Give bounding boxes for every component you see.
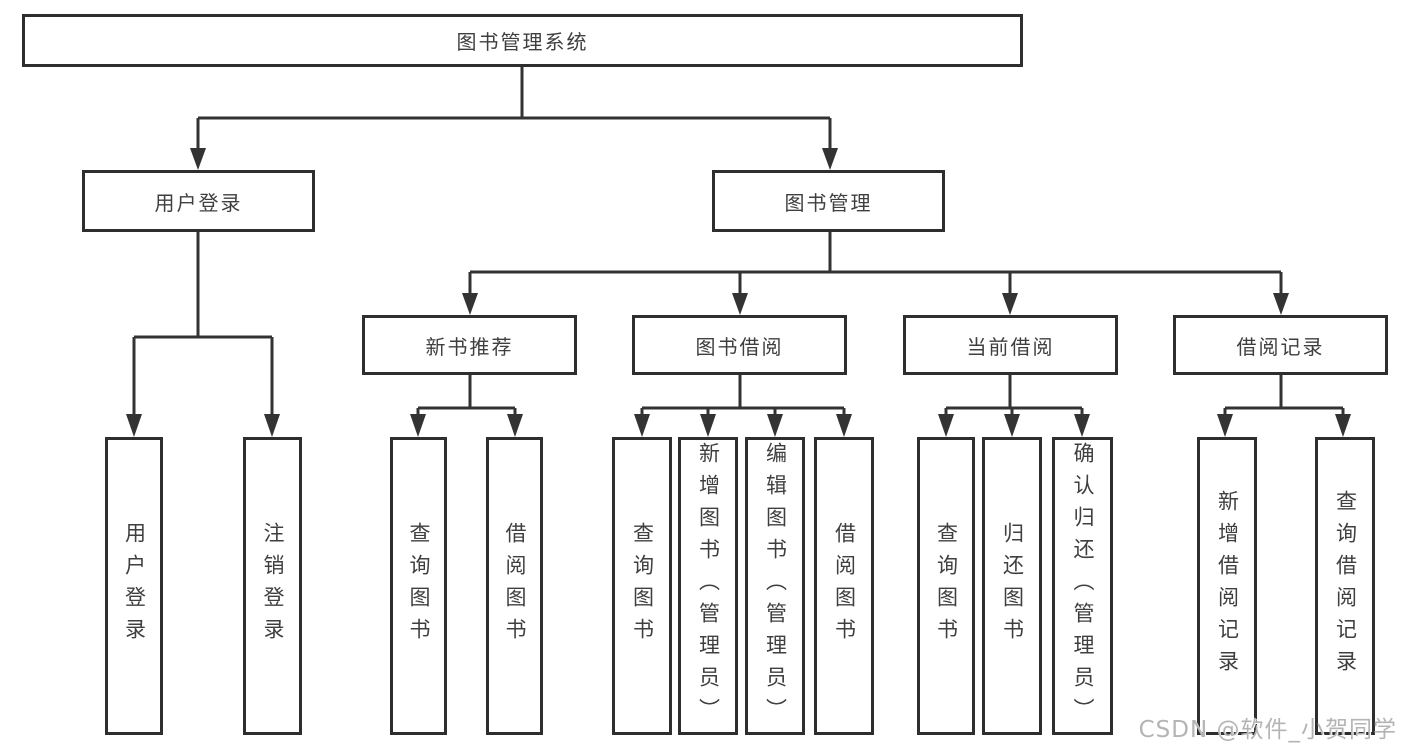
leaf-user-login: 用户登录 (105, 437, 163, 735)
leaf-borrow-query-books-label: 查询图书 (630, 522, 655, 650)
leaf-edit-books-admin-label: 编辑图书（管理员） (763, 442, 788, 730)
leaf-confirm-return-admin: 确认归还（管理员） (1052, 437, 1113, 735)
leaf-return-books-label: 归还图书 (1000, 522, 1025, 650)
leaf-add-borrow-record-label: 新增借阅记录 (1215, 490, 1240, 682)
csdn-watermark: CSDN @软件_小贺同学 (1138, 717, 1397, 743)
leaf-current-query-books-label: 查询图书 (934, 522, 959, 650)
node-borrow-records-label: 借阅记录 (1236, 334, 1325, 359)
node-new-book-recommend: 新书推荐 (362, 315, 577, 375)
leaf-query-borrow-record-label: 查询借阅记录 (1333, 490, 1358, 682)
leaf-user-login-label: 用户登录 (122, 522, 147, 650)
leaf-add-borrow-record: 新增借阅记录 (1197, 437, 1257, 735)
node-book-borrow: 图书借阅 (632, 315, 847, 375)
node-current-borrow-label: 当前借阅 (966, 334, 1055, 359)
node-borrow-records: 借阅记录 (1173, 315, 1388, 375)
leaf-recommend-borrow-books: 借阅图书 (486, 437, 543, 735)
leaf-logout-label: 注销登录 (261, 522, 285, 650)
leaf-query-borrow-record: 查询借阅记录 (1315, 437, 1375, 735)
leaf-add-books-admin-label: 新增图书（管理员） (696, 442, 721, 730)
leaf-borrow-books: 借阅图书 (814, 437, 874, 735)
node-new-book-recommend-label: 新书推荐 (425, 334, 514, 359)
leaf-add-books-admin: 新增图书（管理员） (678, 437, 738, 735)
leaf-confirm-return-admin-label: 确认归还（管理员） (1071, 442, 1095, 730)
node-root-library-system: 图书管理系统 (22, 14, 1023, 67)
node-user-login-label: 用户登录 (154, 190, 243, 215)
leaf-return-books: 归还图书 (982, 437, 1042, 735)
leaf-edit-books-admin: 编辑图书（管理员） (745, 437, 805, 735)
leaf-borrow-query-books: 查询图书 (612, 437, 672, 735)
arrowheads (126, 148, 1351, 437)
node-root-label: 图书管理系统 (456, 30, 589, 54)
leaf-borrow-books-label: 借阅图书 (832, 522, 857, 650)
leaf-recommend-query-books: 查询图书 (390, 437, 447, 735)
leaf-recommend-query-books-label: 查询图书 (407, 522, 431, 650)
node-current-borrow: 当前借阅 (903, 315, 1118, 375)
node-book-management: 图书管理 (712, 170, 945, 232)
node-book-borrow-label: 图书借阅 (695, 334, 784, 359)
leaf-current-query-books: 查询图书 (917, 437, 975, 735)
node-book-management-label: 图书管理 (784, 190, 873, 215)
node-user-login: 用户登录 (82, 170, 315, 232)
leaf-recommend-borrow-books-label: 借阅图书 (503, 522, 527, 650)
leaf-logout: 注销登录 (243, 437, 302, 735)
